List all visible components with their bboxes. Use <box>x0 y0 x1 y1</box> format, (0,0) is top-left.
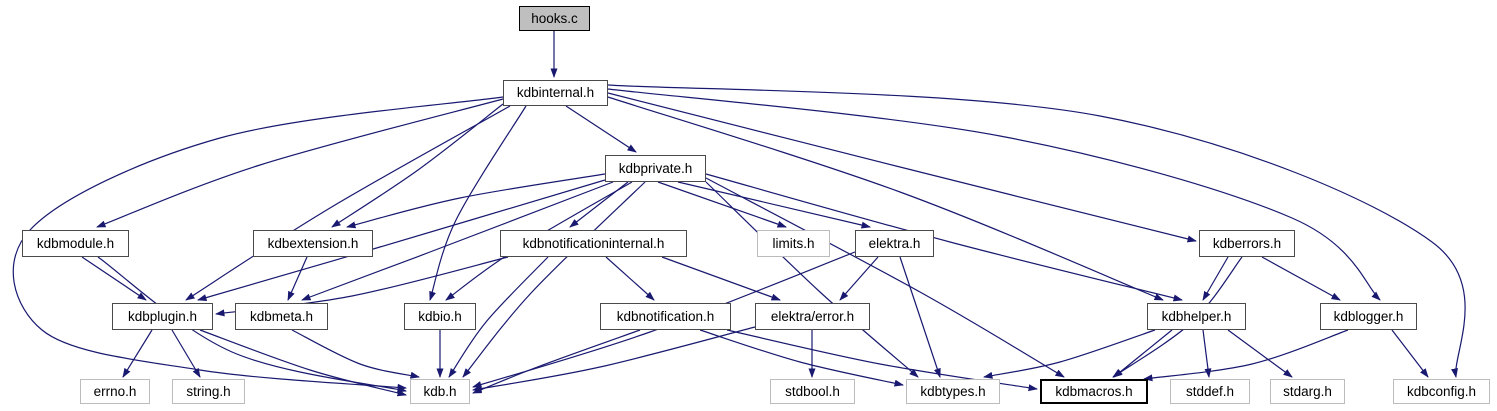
edge-elektra-elektra_error <box>839 256 879 301</box>
node-hooks_c: hooks.c <box>519 6 590 31</box>
node-stdarg: stdarg.h <box>1270 379 1345 404</box>
edge-kdbprivate-kdbmeta <box>301 181 614 301</box>
edge-kdbhelper-stdarg <box>1227 329 1293 378</box>
edge-kdbinternal-kdbconfig <box>607 84 1466 378</box>
edge-kdbplugin-string <box>171 329 201 378</box>
edge-kdblogger-kdbconfig <box>1391 329 1429 378</box>
edge-kdbhelper-kdbtypes <box>983 329 1156 379</box>
edge-kdbinternal-kdblogger <box>607 88 1381 301</box>
edge-kdbnotification-kdbmacros <box>726 329 1038 392</box>
edge-kdbinternal-kdbextension <box>331 103 504 228</box>
edge-elektra_error-kdb <box>472 326 756 392</box>
node-kdbinternal[interactable]: kdbinternal.h <box>503 80 608 106</box>
edge-kdbprivate-kdbhelper <box>705 173 1183 302</box>
edge-kdbprivate-kdbmacros <box>705 177 1065 378</box>
node-kdbhelper[interactable]: kdbhelper.h <box>1147 303 1246 330</box>
edge-kdbprivate-elektra <box>677 181 871 229</box>
edge-elektra-kdb <box>472 251 856 388</box>
edge-elektra-kdbtypes <box>899 256 941 378</box>
node-kdbtypes: kdbtypes.h <box>906 379 1000 404</box>
edge-kdbnotification-kdb <box>472 329 641 394</box>
edge-kdbmeta-kdb <box>291 329 420 379</box>
node-kdbmeta[interactable]: kdbmeta.h <box>235 303 328 330</box>
node-stdbool: stdbool.h <box>770 379 855 404</box>
node-kdb: kdb.h <box>410 379 470 404</box>
node-string: string.h <box>172 379 245 404</box>
edge-kdbinternal-kdbio <box>429 105 527 301</box>
edge-kdbprivate-kdb <box>462 181 646 378</box>
edge-kdberrors-kdbhelper <box>1202 256 1229 301</box>
edge-kdberrors-kdblogger <box>1261 256 1341 301</box>
node-stddef: stddef.h <box>1170 379 1250 404</box>
node-elektra[interactable]: elektra.h <box>855 230 934 257</box>
edge-kdbprivate-kdbtypes <box>705 181 919 378</box>
edge-kdbinternal-kdbprivate <box>565 105 637 153</box>
edge-kdbnotifint-kdb <box>448 256 549 378</box>
edge-kdbplugin-kdb <box>199 329 407 397</box>
node-kdbplugin[interactable]: kdbplugin.h <box>112 303 213 330</box>
node-kdbmacros: kdbmacros.h <box>1040 379 1148 404</box>
edge-kdbextension-kdbmeta <box>287 256 308 301</box>
edge-kdbplugin-errno <box>122 329 153 378</box>
edge-kdbinternal-kdberrors <box>607 92 1197 243</box>
node-kdberrors[interactable]: kdberrors.h <box>1199 230 1295 257</box>
edge-kdbnotifint-elektra_error <box>661 256 781 301</box>
edge-kdbnotifint-kdbnotification <box>605 256 655 301</box>
node-errno: errno.h <box>80 379 150 404</box>
edge-kdbmodule-kdbplugin <box>81 256 147 301</box>
edge-kdbnotification-kdbtypes <box>699 329 904 387</box>
node-kdbextension[interactable]: kdbextension.h <box>253 230 373 257</box>
edge-kdbinternal-kdbmodule <box>96 98 504 228</box>
node-kdbio[interactable]: kdbio.h <box>404 303 476 330</box>
edge-kdbprivate-limits <box>657 181 787 228</box>
edge-kdbprivate-kdbextension <box>346 173 606 229</box>
edge-kdbprivate-kdbplugin <box>197 179 606 301</box>
edge-kdbinternal-kdbplugin <box>185 105 511 301</box>
edge-kdbhelper-kdbmacros <box>1113 329 1173 378</box>
node-kdblogger[interactable]: kdblogger.h <box>1320 303 1417 330</box>
edge-kdbmodule-kdb <box>97 256 407 393</box>
node-limits: limits.h <box>757 230 830 257</box>
edge-kdbinternal-kdbhelper <box>607 96 1164 301</box>
node-elektra_error[interactable]: elektra/error.h <box>755 303 870 330</box>
node-kdbnotification[interactable]: kdbnotification.h <box>600 303 731 330</box>
node-kdbmodule[interactable]: kdbmodule.h <box>22 230 129 257</box>
node-kdbprivate[interactable]: kdbprivate.h <box>605 155 706 182</box>
edge-kdbhelper-stddef <box>1202 329 1212 378</box>
node-kdbnotifint[interactable]: kdbnotificationinternal.h <box>500 230 687 257</box>
node-kdbconfig: kdbconfig.h <box>1393 379 1490 404</box>
edge-kdblogger-kdbmacros <box>1143 329 1349 382</box>
edge-kdbinternal-kdb <box>12 96 504 391</box>
